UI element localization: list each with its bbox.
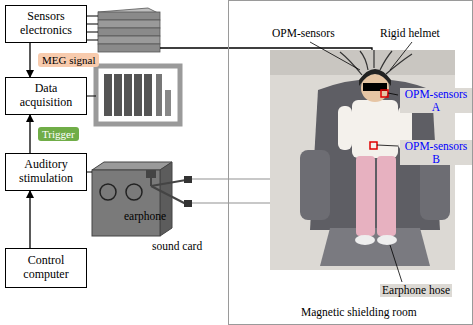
part-label: Earphone hose — [380, 284, 452, 297]
process-box: Control computer — [5, 248, 87, 288]
sensor-label: OPM-sensors B — [400, 140, 472, 165]
node-text: Control computer — [9, 254, 83, 282]
signal-tag: Trigger — [38, 127, 79, 141]
arrow-connector — [29, 115, 30, 153]
part-label: earphone — [124, 210, 166, 223]
signal-tag: MEG signal — [38, 53, 99, 67]
arrow-connector — [29, 43, 30, 77]
process-box: Sensors electronics — [5, 5, 87, 43]
node-text: Auditory stimulation — [9, 158, 83, 186]
node-text: Sensors electronics — [9, 10, 83, 38]
electronics-stack — [98, 8, 160, 52]
sound-card — [87, 162, 192, 236]
node-text: Data acquisition — [9, 82, 83, 110]
sensor-label: OPM-sensors A — [400, 88, 472, 113]
process-box: Data acquisition — [5, 77, 87, 115]
part-label: sound card — [152, 240, 202, 253]
part-label: OPM-sensors — [272, 27, 335, 40]
process-box: Auditory stimulation — [5, 153, 87, 191]
node-text: Magnetic shielding room — [301, 306, 417, 318]
daq-chassis — [87, 66, 180, 124]
arrow-connector — [29, 191, 30, 248]
part-label: Rigid helmet — [380, 27, 440, 40]
